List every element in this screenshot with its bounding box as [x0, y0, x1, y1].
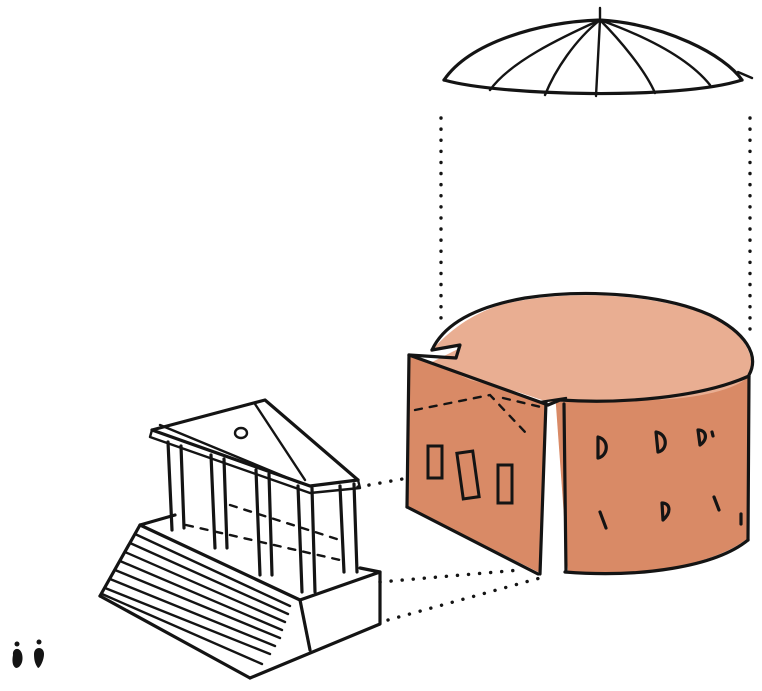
columns	[168, 442, 357, 592]
steps	[100, 525, 290, 678]
rotunda-drum	[407, 293, 753, 574]
oculus	[235, 428, 247, 438]
dome	[444, 8, 752, 96]
human-figures	[12, 640, 44, 669]
window	[498, 465, 512, 503]
window	[428, 446, 442, 478]
